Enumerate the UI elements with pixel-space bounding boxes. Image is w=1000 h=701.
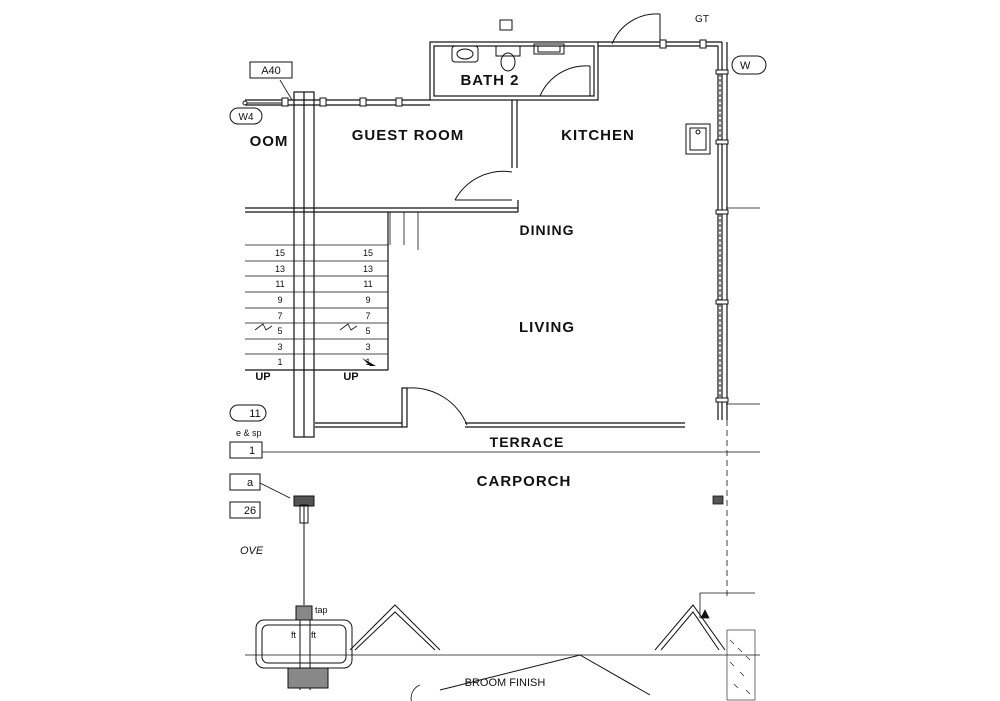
drain-assembly (255, 495, 353, 690)
stair-steps-left: 15 13 11 9 7 5 3 1 (275, 248, 285, 367)
step-label: 7 (277, 311, 282, 321)
tag-e26: 26 (244, 505, 256, 517)
step-label: 9 (277, 295, 282, 305)
tag-w-right: W (740, 60, 751, 72)
stair-up-left: UP (255, 371, 270, 383)
step-label: 9 (365, 295, 370, 305)
tag-ove: OVE (240, 545, 264, 557)
step-label: 3 (277, 342, 282, 352)
tag-gt: GT (695, 14, 709, 25)
tag-e1: 1 (249, 445, 255, 457)
room-living: LIVING (519, 319, 575, 336)
walls (245, 41, 728, 438)
step-label: 5 (365, 326, 370, 336)
room-terrace: TERRACE (490, 434, 565, 450)
tag-26-box (229, 501, 261, 519)
stair-treads (245, 212, 419, 355)
step-label: 1 (277, 357, 282, 367)
stair-up-right: UP (343, 371, 358, 383)
tag-a40: A40 (261, 65, 281, 77)
tag-a-box (229, 473, 261, 491)
tag-w4: W4 (239, 112, 254, 123)
room-partial: OOM (250, 133, 289, 150)
step-label: 11 (275, 279, 284, 289)
tag-sp: e & sp (236, 428, 262, 438)
tag-e11: 11 (249, 408, 260, 420)
gates (349, 604, 726, 696)
tag-a40-box (249, 61, 293, 79)
annotation-broom-finish: BROOM FINISH (465, 677, 546, 689)
step-label: 13 (275, 264, 285, 274)
tag-ft1: ft (291, 630, 297, 640)
tag-11-ellipse (229, 404, 267, 422)
step-label: 5 (277, 326, 282, 336)
room-kitchen: KITCHEN (561, 127, 635, 144)
tag-ft2: ft (311, 630, 317, 640)
step-label: 11 (363, 279, 372, 289)
tag-tap: tap (315, 605, 328, 615)
top-window-ticks (242, 39, 707, 107)
stair-steps-right: 15 13 11 9 7 5 3 1 (363, 248, 373, 367)
bath2-wall (429, 41, 599, 101)
tag-w-ellipse (731, 55, 767, 75)
room-carporch: CARPORCH (477, 473, 572, 490)
step-label: 3 (365, 342, 370, 352)
tag-1-box (229, 441, 263, 459)
room-bath2: BATH 2 (460, 72, 519, 89)
kitchen-sink (685, 123, 711, 155)
tag-a: a (247, 477, 254, 489)
step-label: 15 (363, 248, 373, 258)
stair-arrow-icon (362, 358, 376, 366)
hatch-area (726, 629, 756, 701)
tag-small-box (499, 19, 513, 31)
leader-lines (259, 79, 755, 701)
floor-lines (245, 207, 760, 656)
step-label: 15 (275, 248, 285, 258)
right-windows (715, 69, 729, 403)
room-guest: GUEST ROOM (352, 127, 465, 144)
room-dining: DINING (520, 222, 575, 238)
bath-fixtures (451, 43, 565, 72)
step-label: 13 (363, 264, 373, 274)
step-label: 7 (365, 311, 370, 321)
tag-w4-ellipse (229, 107, 263, 125)
doors (406, 13, 661, 426)
